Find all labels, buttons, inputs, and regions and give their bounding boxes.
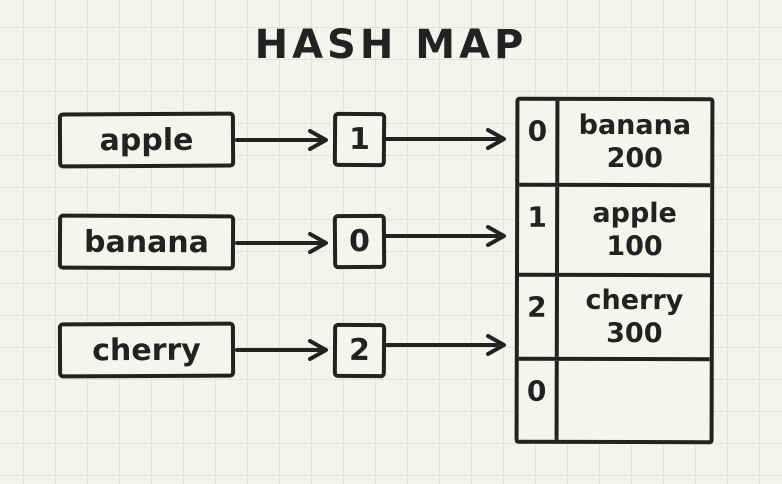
bucket-index: 2 <box>518 276 559 357</box>
bucket-index: 0 <box>519 100 560 183</box>
diagram-title: HASH MAP <box>254 22 528 68</box>
key-box-cherry: cherry <box>57 321 236 379</box>
bucket-key-text: apple <box>592 197 677 230</box>
hash-index-banana: 0 <box>348 223 371 260</box>
bucket-value-text: 100 <box>606 230 663 263</box>
hash-index-box-banana: 0 <box>332 213 387 270</box>
bucket-row-3: 0 <box>518 360 710 440</box>
bucket-value-cell: cherry 300 <box>559 277 710 357</box>
key-box-apple: apple <box>57 111 236 169</box>
bucket-value-cell: apple 100 <box>559 187 710 273</box>
bucket-value-text: 300 <box>606 317 663 350</box>
bucket-key-text: cherry <box>585 284 684 317</box>
bucket-row-2: 2 cherry 300 <box>518 276 710 362</box>
key-box-banana: banana <box>57 213 236 271</box>
hash-index-apple: 1 <box>348 121 371 158</box>
bucket-index: 1 <box>518 186 560 273</box>
bucket-value-cell: banana 200 <box>559 101 710 183</box>
hash-index-box-cherry: 2 <box>332 322 387 379</box>
bucket-index: 0 <box>518 360 559 440</box>
bucket-table: 0 banana 200 1 apple 100 2 cherry 300 0 <box>514 96 715 445</box>
bucket-row-1: 1 apple 100 <box>518 186 711 278</box>
key-label-cherry: cherry <box>92 332 201 368</box>
bucket-row-0: 0 banana 200 <box>519 100 711 188</box>
key-label-banana: banana <box>83 224 210 260</box>
bucket-value-text: 200 <box>606 142 664 175</box>
hash-index-box-apple: 1 <box>332 111 387 168</box>
hash-index-cherry: 2 <box>348 332 371 369</box>
bucket-key-text: banana <box>578 109 692 142</box>
key-label-apple: apple <box>99 122 194 158</box>
bucket-value-cell <box>559 361 710 440</box>
